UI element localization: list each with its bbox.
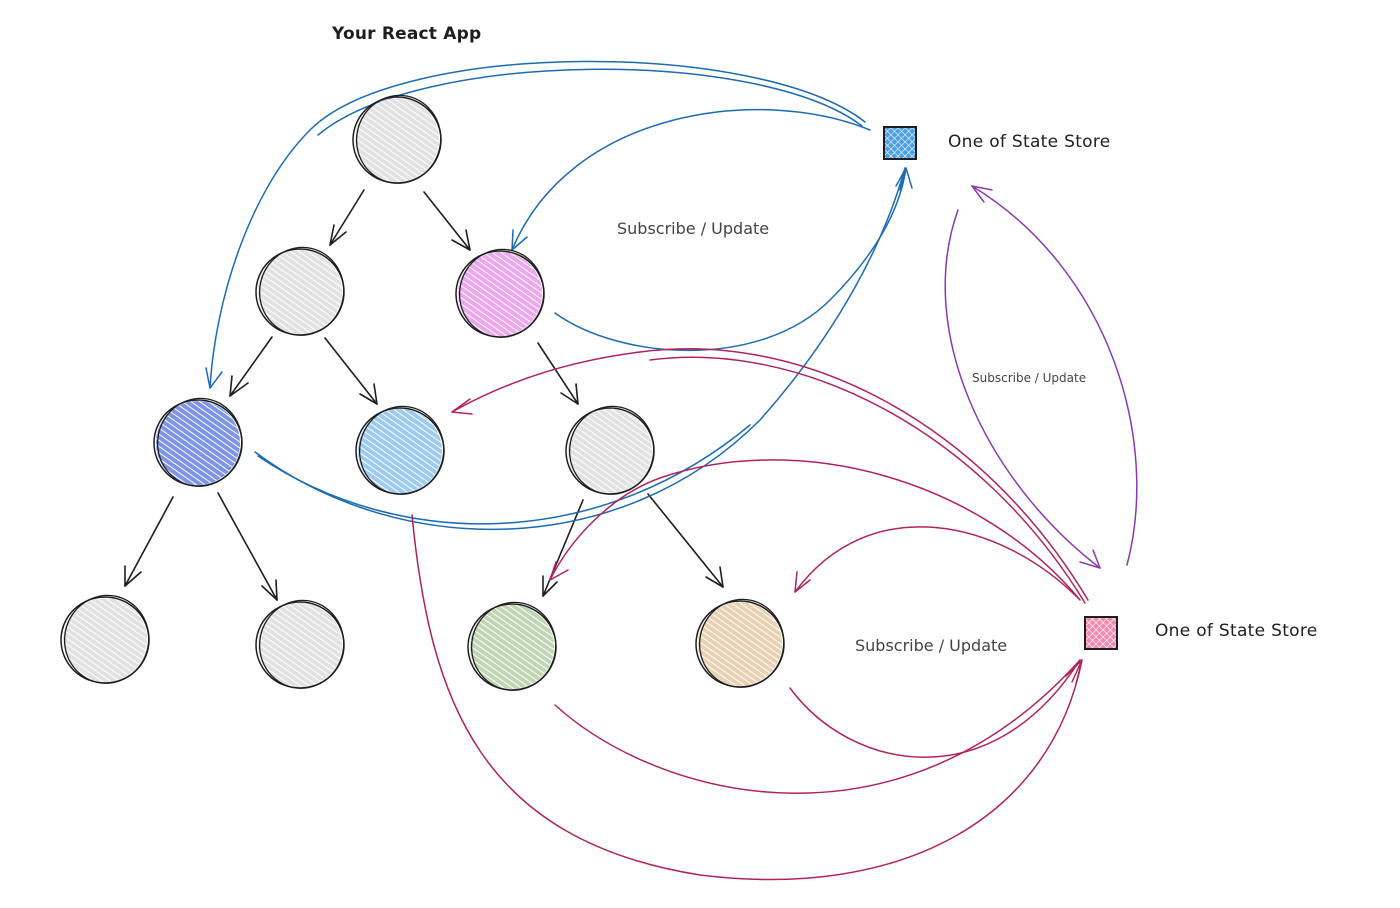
edge-leafc-to-store-red xyxy=(554,659,1081,794)
edge-label-purple: Subscribe / Update xyxy=(972,371,1087,385)
edge-store-red-to-store-blue-purple xyxy=(971,185,1138,566)
store-red-square[interactable] xyxy=(1084,616,1118,650)
tree-edge-rightchild-leafd xyxy=(647,493,724,588)
tree-edge-right1-child xyxy=(537,342,579,405)
edge-lightblue-to-store-red xyxy=(411,514,1083,881)
tree-edge-root-right xyxy=(423,191,471,251)
edge-label-red: Subscribe / Update xyxy=(855,636,1008,655)
edge-label-blue: Subscribe / Update xyxy=(617,219,770,238)
tree-edge-rightchild-leafc xyxy=(542,499,584,597)
store-red-label: One of State Store xyxy=(1155,621,1318,641)
node-leaf-a[interactable] xyxy=(56,588,156,692)
edge-store-red-to-lightblue xyxy=(451,348,1089,604)
tree-edge-left1-leftleft xyxy=(229,336,273,397)
node-leaf-d[interactable] xyxy=(691,592,791,696)
node-right-1[interactable] xyxy=(451,242,551,346)
edge-pink-to-store-blue xyxy=(554,167,913,352)
edge-store-blue-to-store-red-purple xyxy=(944,209,1101,569)
tree-edge-root-left xyxy=(329,189,365,246)
tree-edge-leftleft-leafa xyxy=(124,496,174,587)
edge-leafd-to-store-red xyxy=(789,659,1081,758)
node-left-left-2[interactable] xyxy=(149,391,249,495)
node-left-1[interactable] xyxy=(251,240,351,344)
edge-store-red-to-leafd xyxy=(794,526,1079,599)
diagram-title: Your React App xyxy=(332,24,482,44)
node-group xyxy=(56,88,791,699)
edge-store-blue-to-pink xyxy=(511,108,871,251)
node-left-right-2[interactable] xyxy=(351,399,451,503)
edge-store-red-to-leafc xyxy=(549,459,1081,601)
node-right-child-2[interactable] xyxy=(561,399,661,503)
store-blue-square[interactable] xyxy=(883,126,917,160)
store-blue-label: One of State Store xyxy=(948,132,1111,152)
node-leaf-b[interactable] xyxy=(251,593,351,697)
node-root[interactable] xyxy=(348,88,448,192)
node-leaf-c[interactable] xyxy=(463,595,563,699)
tree-edge-leftleft-leafb xyxy=(217,492,278,601)
tree-edge-left1-leftright xyxy=(324,337,378,405)
